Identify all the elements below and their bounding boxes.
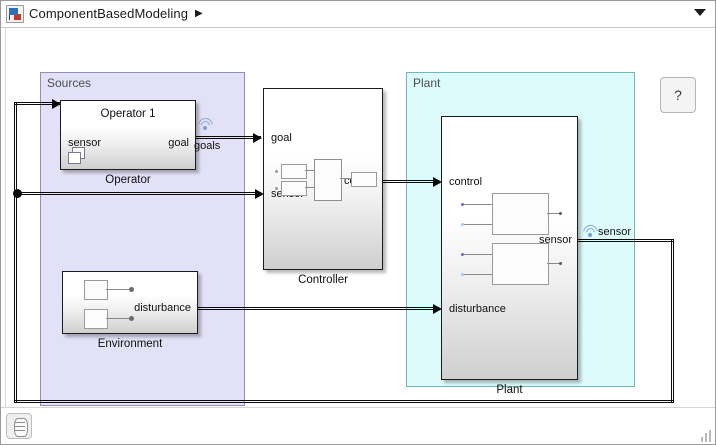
port-environment-disturbance-out: disturbance (134, 302, 191, 314)
block-operator-caption: Operator (105, 174, 151, 186)
block-controller[interactable]: goal sensor control (263, 88, 383, 270)
resize-grip-icon[interactable] (701, 430, 713, 442)
arrow-goals (253, 133, 262, 143)
broadcast-icon-goals (198, 118, 213, 130)
arrow-sensor-controller (255, 189, 264, 199)
subsystem-variant-icon (68, 147, 86, 164)
signal-label-goals[interactable]: goals (194, 140, 221, 152)
wire-sensor-right-down[interactable] (671, 239, 674, 403)
junction-sensor-branch[interactable] (13, 189, 22, 198)
arrow-disturbance (433, 304, 442, 314)
wire-sensor-left-up[interactable] (14, 102, 17, 402)
wire-disturbance[interactable] (198, 307, 439, 310)
status-bar (0, 407, 716, 445)
arrow-sensor-operator (52, 99, 61, 109)
port-plant-control-in: control (449, 176, 483, 188)
port-operator-sensor-in: sensor (68, 137, 102, 149)
broadcast-icon-sensor (583, 225, 598, 237)
data-stack-icon[interactable] (6, 413, 32, 439)
block-plant-caption: Plant (496, 384, 523, 396)
block-operator[interactable]: Operator 1 sensor goal (60, 100, 196, 170)
wire-sensor-to-operator[interactable] (14, 102, 64, 105)
breadcrumb-bar: ComponentBasedModeling ▶ (0, 0, 716, 28)
breadcrumb-arrow-icon[interactable]: ▶ (195, 7, 203, 19)
port-controller-goal-in: goal (271, 132, 292, 144)
mini-diagram-icon (264, 89, 384, 271)
mini-diagram-icon (63, 272, 199, 335)
arrow-control (433, 177, 442, 187)
chevron-down-icon[interactable] (694, 9, 706, 16)
block-environment[interactable]: disturbance (62, 271, 198, 334)
block-operator-title: Operator 1 (100, 108, 156, 120)
block-environment-caption: Environment (97, 338, 163, 350)
simulink-model-icon (6, 4, 24, 23)
canvas-left-gutter (0, 28, 6, 407)
block-plant[interactable]: control disturbance sensor (441, 116, 578, 380)
port-plant-disturbance-in: disturbance (449, 303, 506, 315)
help-button[interactable]: ? (660, 77, 696, 113)
mini-diagram-icon (442, 117, 579, 381)
area-sources-label: Sources (47, 76, 92, 90)
area-plant-label: Plant (413, 76, 441, 90)
wire-sensor-bottom[interactable] (14, 400, 673, 403)
page-title[interactable]: ComponentBasedModeling (29, 6, 189, 21)
wire-goals[interactable] (196, 136, 261, 139)
wire-sensor-out[interactable] (578, 239, 674, 242)
port-operator-goal-out: goal (168, 137, 189, 149)
signal-label-sensor[interactable]: sensor (598, 226, 632, 238)
block-controller-caption: Controller (298, 274, 348, 286)
model-canvas[interactable]: Sources Plant Operator 1 sensor (0, 28, 716, 407)
wire-sensor-to-controller[interactable] (18, 192, 261, 195)
wire-control[interactable] (383, 180, 439, 183)
